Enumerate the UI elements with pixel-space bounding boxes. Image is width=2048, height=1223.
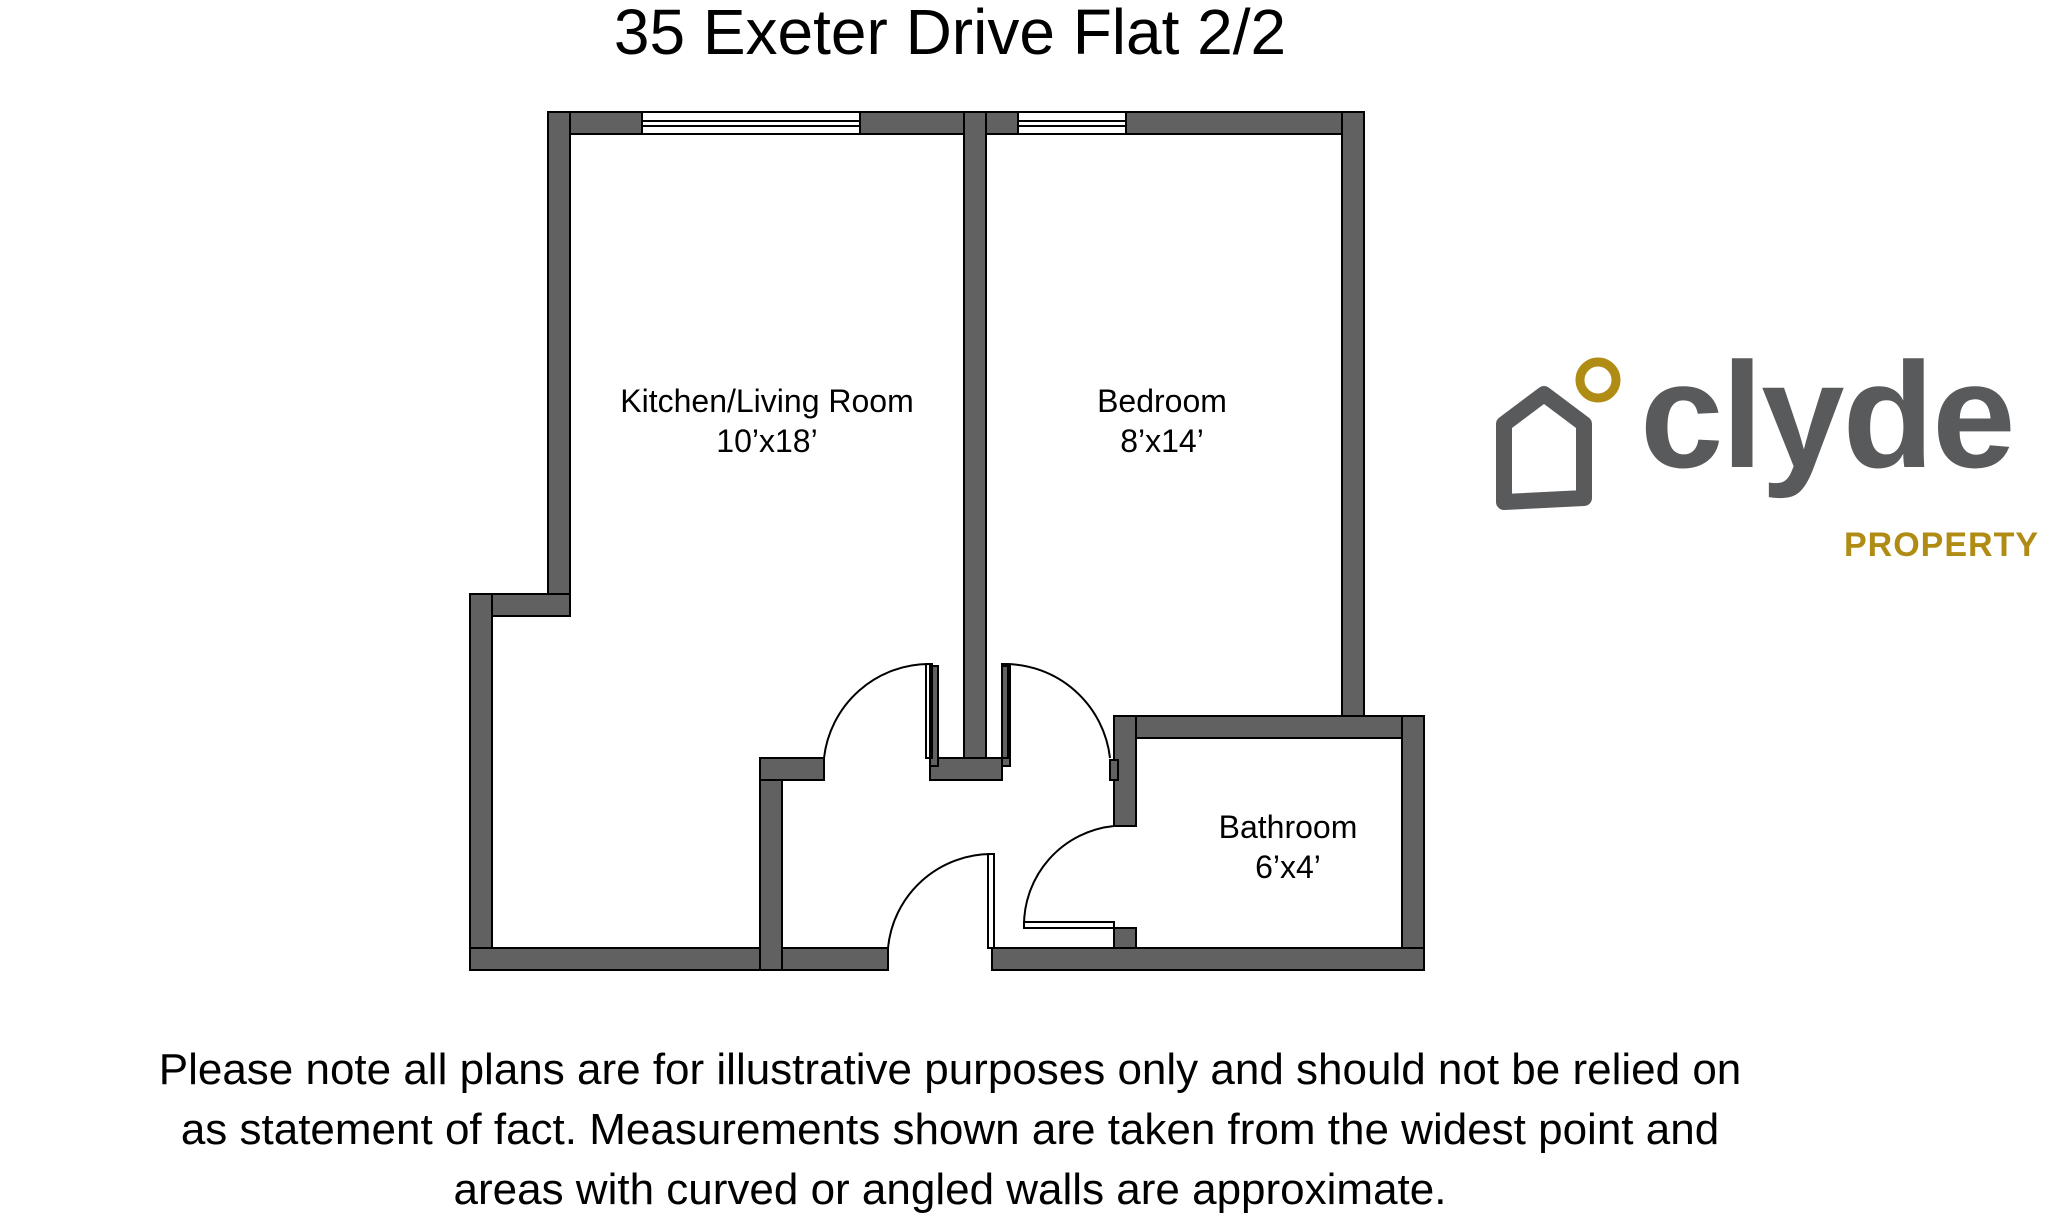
door-swing: [1003, 662, 1111, 759]
wall: [1125, 111, 1365, 135]
plan-title: 35 Exeter Drive Flat 2/2: [613, 0, 1287, 68]
wall: [1109, 759, 1119, 781]
disclaimer: Please note all plans are for illustrati…: [0, 1040, 1900, 1220]
wall: [469, 947, 889, 971]
room-size: 6’x4’: [1255, 849, 1321, 885]
room-size: 8’x14’: [1120, 423, 1204, 459]
door-swing: [887, 852, 993, 949]
window: [641, 111, 861, 135]
wall: [469, 593, 493, 971]
logo-wordmark: clyde: [1640, 331, 2016, 499]
window: [1017, 111, 1127, 135]
wall: [859, 111, 1019, 135]
house-icon: [1496, 357, 1621, 510]
room-size: 10’x18’: [716, 423, 817, 459]
room-name: Bathroom: [1219, 809, 1358, 845]
ring-icon: [1575, 357, 1621, 403]
wall: [1341, 111, 1365, 727]
wall: [963, 111, 987, 759]
disclaimer-line: areas with curved or angled walls are ap…: [453, 1165, 1447, 1214]
door-swing: [1022, 825, 1115, 929]
wall: [929, 757, 1003, 781]
wall: [1113, 927, 1137, 949]
wall: [1401, 715, 1425, 971]
wall: [547, 111, 571, 617]
disclaimer-line: Please note all plans are for illustrati…: [158, 1045, 1742, 1094]
logo-subtitle: PROPERTY: [1844, 526, 2040, 564]
wall: [759, 757, 783, 971]
door-swing: [823, 662, 931, 759]
clyde-logo: clyde PROPERTY: [1490, 340, 2048, 570]
wall: [991, 947, 1425, 971]
room-name: Kitchen/Living Room: [620, 383, 913, 419]
disclaimer-line: as statement of fact. Measurements shown…: [180, 1105, 1720, 1154]
wall: [929, 665, 939, 767]
wall: [1113, 715, 1425, 739]
room-name: Bedroom: [1097, 383, 1227, 419]
wall: [759, 757, 825, 781]
